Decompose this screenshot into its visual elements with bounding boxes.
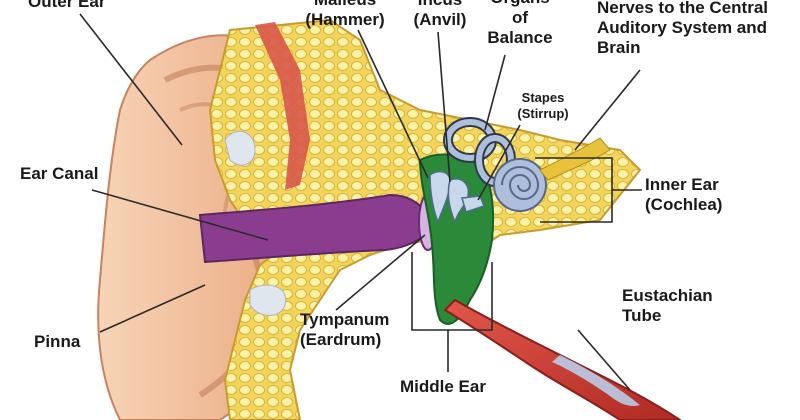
- label-inner-ear-name: Inner Ear: [645, 175, 719, 194]
- label-eustachian-line-1: Eustachian: [622, 286, 713, 305]
- label-tympanum: Tympanum (Eardrum): [300, 310, 389, 350]
- label-pinna: Pinna: [34, 332, 81, 351]
- label-eustachian-tube: Eustachian Tube: [622, 286, 713, 326]
- label-tympanum-name: Tympanum: [300, 310, 390, 329]
- label-stapes: Stapes (Stirrup): [508, 90, 578, 122]
- label-balance-line-1: Organs: [480, 0, 560, 8]
- incus-shape: [447, 178, 470, 225]
- air-pocket-1: [224, 130, 256, 166]
- label-incus-name: Incus: [405, 0, 475, 10]
- label-nerves-line-2: Auditory System and: [597, 18, 768, 37]
- auditory-nerve: [539, 137, 611, 181]
- label-inner-ear-alias: (Cochlea): [645, 195, 723, 214]
- label-malleus-name: Malleus: [295, 0, 395, 10]
- label-middle-ear: Middle Ear: [400, 377, 486, 396]
- leader-lines: [79, 13, 642, 391]
- label-outer-ear: Outer Ear: [28, 0, 106, 11]
- label-tympanum-alias: (Eardrum): [300, 330, 382, 349]
- eustachian-tube-lumen: [552, 355, 640, 406]
- label-eustachian-line-2: Tube: [622, 306, 662, 325]
- label-incus-alias: (Anvil): [413, 10, 467, 29]
- label-balance-line-2: of: [511, 8, 529, 27]
- malleus-shape: [429, 170, 451, 225]
- label-inner-ear: Inner Ear (Cochlea): [645, 175, 722, 215]
- label-stapes-name: Stapes: [521, 90, 565, 105]
- label-nerves-line-1: Nerves to the Central: [597, 0, 768, 17]
- muscle-strip: [255, 22, 310, 190]
- label-nerves-line-3: Brain: [597, 38, 641, 57]
- label-malleus: Malleus (Hammer): [295, 0, 395, 30]
- label-stapes-alias: (Stirrup): [517, 106, 569, 121]
- air-pocket-2: [249, 284, 287, 316]
- label-organs-of-balance: Organs of Balance: [480, 0, 560, 48]
- label-malleus-alias: (Hammer): [305, 10, 385, 29]
- label-balance-line-3: Balance: [487, 28, 553, 47]
- label-nerves: Nerves to the Central Auditory System an…: [597, 0, 768, 58]
- label-incus: Incus (Anvil): [405, 0, 475, 30]
- cochlea-shape: [493, 158, 547, 212]
- label-ear-canal: Ear Canal: [20, 164, 99, 183]
